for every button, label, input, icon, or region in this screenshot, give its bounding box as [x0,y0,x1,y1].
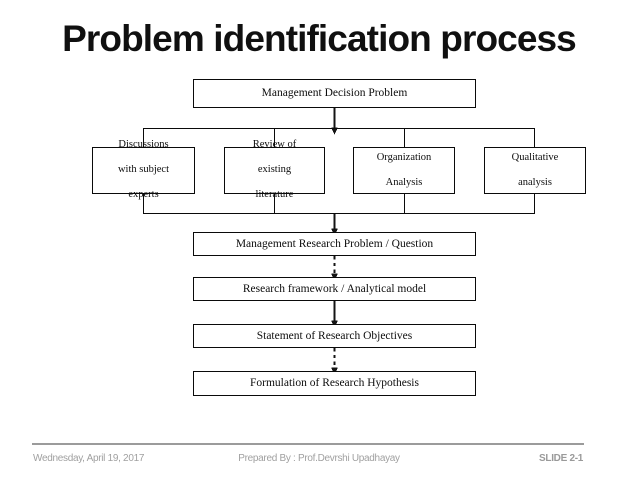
node-label-line: Qualitative [511,151,559,163]
node-label-line: Analysis [385,176,423,188]
node-management-research-problem-question[interactable]: Management Research Problem / Question [193,232,476,256]
node-statement-of-research-objectives[interactable]: Statement of Research Objectives [193,324,476,348]
flowchart-diagram: Management Decision Problem Discussions … [92,79,586,396]
node-label-line: Organization [376,151,432,163]
node-label-line: analysis [518,176,552,188]
node-label: Organization Analysis [354,152,454,190]
flowchart-connectors [142,108,536,375]
footer-prepared-by: Prepared By : Prof.Devrshi Upadhayay [238,453,400,464]
slide-footer: Wednesday, April 19, 2017 Prepared By : … [0,450,638,468]
footer-divider [32,443,584,445]
node-management-decision-problem[interactable]: Management Decision Problem [193,79,476,108]
node-label-line: literature [255,189,294,201]
node-label-line: Discussions [118,139,169,151]
node-label: Review of existing literature [225,139,324,202]
node-organization-analysis[interactable]: Organization Analysis [353,147,455,194]
page-title: Problem identification process [62,18,577,59]
node-label-line: with subject [117,164,170,176]
node-label: Qualitative analysis [485,152,585,190]
node-label: Formulation of Research Hypothesis [250,377,419,389]
node-qualitative-analysis[interactable]: Qualitative analysis [484,147,586,194]
node-label-line: experts [128,189,159,201]
node-label: Discussions with subject experts [93,139,194,202]
node-discussions-with-subject-experts[interactable]: Discussions with subject experts [92,139,195,200]
node-label: Research framework / Analytical model [242,282,427,295]
node-label-line: Review of [252,139,297,151]
footer-slide-number: SLIDE 2-1 [539,453,583,464]
footer-date: Wednesday, April 19, 2017 [33,453,145,464]
node-review-of-existing-literature[interactable]: Review of existing literature [224,139,325,200]
node-research-framework-analytical-model[interactable]: Research framework / Analytical model [193,277,476,301]
branch-distribution-bus [142,127,536,147]
node-label-line: existing [257,164,292,176]
branch-collector-bus [142,194,536,215]
node-label: Management Research Problem / Question [235,237,434,250]
node-label: Statement of Research Objectives [256,329,413,342]
node-formulation-of-research-hypothesis[interactable]: Formulation of Research Hypothesis [193,371,476,396]
node-label: Management Decision Problem [261,87,408,99]
